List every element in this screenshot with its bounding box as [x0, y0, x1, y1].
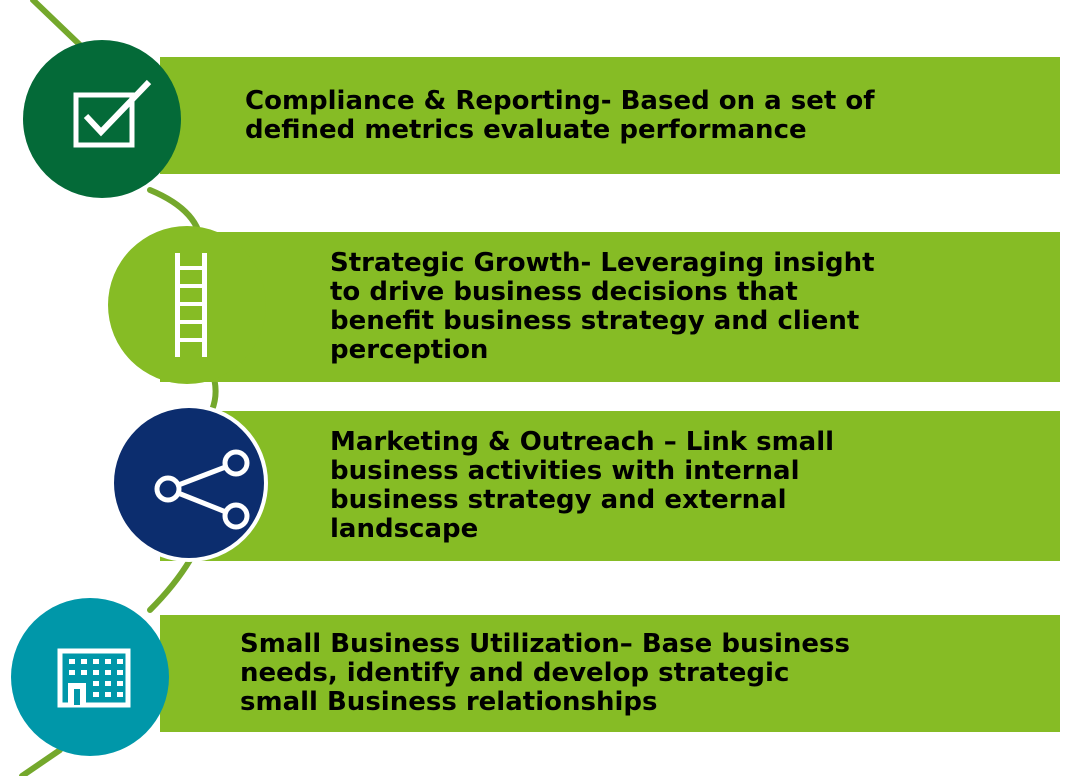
ladder-icon [175, 253, 207, 357]
banner-text-marketing-outreach: Marketing & Outreach – Link small busine… [330, 427, 835, 544]
banner-text-small-business-utilization: Small Business Utilization– Base busines… [240, 629, 850, 717]
circle-compliance [23, 40, 181, 198]
circle-strategic-growth [108, 226, 266, 384]
banner-marketing-outreach: Marketing & Outreach – Link small busine… [160, 411, 1060, 561]
checkbox-icon [73, 79, 152, 148]
building-icon [57, 648, 131, 708]
banner-small-business-utilization: Small Business Utilization– Base busines… [160, 615, 1060, 732]
circle-marketing-outreach [110, 404, 268, 562]
share-icon [154, 449, 250, 530]
circle-small-business [11, 598, 169, 756]
banner-text-strategic-growth: Strategic Growth- Leveraging insight to … [330, 248, 875, 365]
banner-text-compliance-reporting: Compliance & Reporting- Based on a set o… [245, 85, 875, 145]
banner-compliance-reporting: Compliance & Reporting- Based on a set o… [160, 57, 1060, 174]
banner-strategic-growth: Strategic Growth- Leveraging insight to … [160, 232, 1060, 382]
